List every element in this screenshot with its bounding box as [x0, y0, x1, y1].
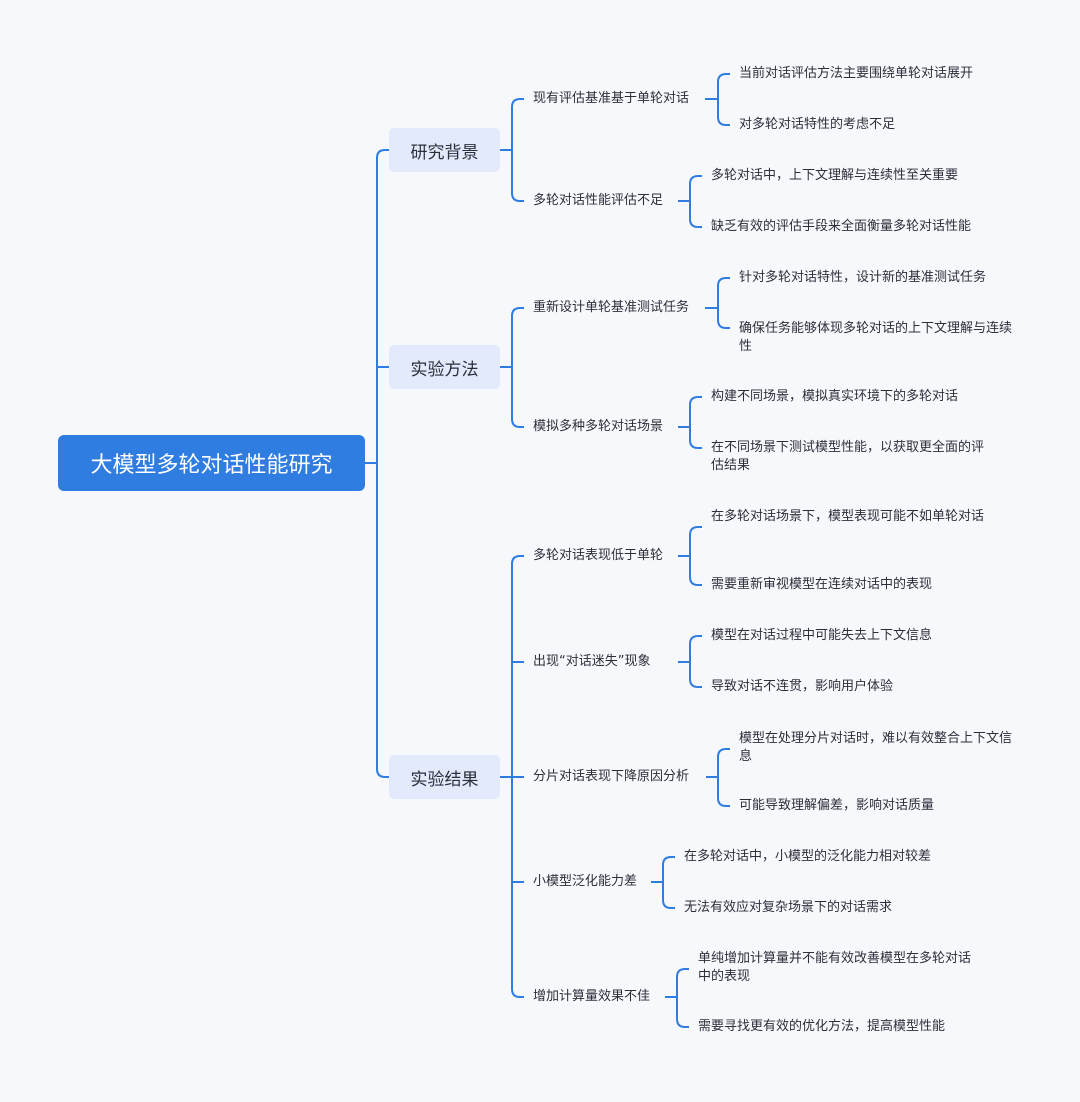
subtopic[interactable]: 模拟多种多轮对话场景 — [533, 419, 664, 434]
subtopic[interactable]: 多轮对话性能评估不足 — [533, 193, 664, 208]
subtopic[interactable]: 多轮对话表现低于单轮 — [533, 548, 664, 563]
subtopic[interactable]: 增加计算量效果不佳 — [533, 989, 651, 1004]
leaf-node[interactable]: 多轮对话中，上下文理解与连续性至关重要 — [711, 168, 959, 183]
leaf-node[interactable]: 构建不同场景，模拟真实环境下的多轮对话 — [711, 389, 959, 404]
leaf-node[interactable]: 确保任务能够体现多轮对话的上下文理解与连续性 — [739, 321, 1013, 354]
category-experiment-results[interactable]: 实验结果 — [389, 755, 500, 799]
leaf-node[interactable]: 在不同场景下测试模型性能，以获取更全面的评估结果 — [711, 440, 985, 473]
subtopic[interactable]: 分片对话表现下降原因分析 — [533, 769, 690, 784]
leaf-node[interactable]: 可能导致理解偏差，影响对话质量 — [739, 798, 935, 813]
subtopic[interactable]: 出现“对话迷失”现象 — [533, 654, 651, 669]
leaf-node[interactable]: 针对多轮对话特性，设计新的基准测试任务 — [739, 270, 987, 285]
subtopic[interactable]: 现有评估基准基于单轮对话 — [533, 91, 690, 106]
leaf-node[interactable]: 导致对话不连贯，影响用户体验 — [711, 679, 894, 694]
leaf-node[interactable]: 缺乏有效的评估手段来全面衡量多轮对话性能 — [711, 219, 972, 234]
leaf-node[interactable]: 需要寻找更有效的优化方法，提高模型性能 — [698, 1019, 946, 1034]
subtopic[interactable]: 重新设计单轮基准测试任务 — [533, 300, 690, 315]
leaf-node[interactable]: 当前对话评估方法主要围绕单轮对话展开 — [739, 66, 974, 81]
leaf-node[interactable]: 对多轮对话特性的考虑不足 — [739, 117, 896, 132]
leaf-node[interactable]: 在多轮对话中，小模型的泛化能力相对较差 — [684, 849, 932, 864]
root-topic[interactable]: 大模型多轮对话性能研究 — [58, 435, 365, 491]
leaf-node[interactable]: 模型在处理分片对话时，难以有效整合上下文信息 — [739, 731, 1013, 764]
leaf-node[interactable]: 无法有效应对复杂场景下的对话需求 — [684, 900, 893, 915]
category-experiment-method[interactable]: 实验方法 — [389, 345, 500, 389]
leaf-node[interactable]: 模型在对话过程中可能失去上下文信息 — [711, 628, 933, 643]
leaf-node[interactable]: 单纯增加计算量并不能有效改善模型在多轮对话中的表现 — [698, 951, 972, 984]
leaf-node[interactable]: 在多轮对话场景下，模型表现可能不如单轮对话 — [711, 509, 985, 524]
subtopic[interactable]: 小模型泛化能力差 — [533, 874, 638, 889]
category-research-background[interactable]: 研究背景 — [389, 128, 500, 172]
leaf-node[interactable]: 需要重新审视模型在连续对话中的表现 — [711, 577, 933, 592]
